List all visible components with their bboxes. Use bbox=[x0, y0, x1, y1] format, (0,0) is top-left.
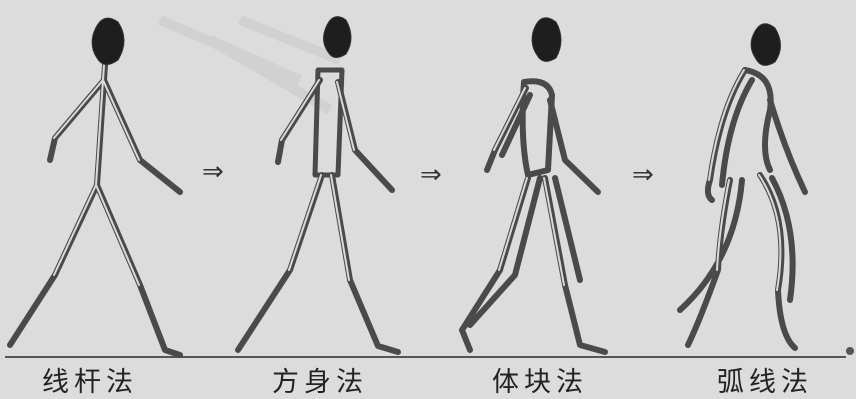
figure-stick-method bbox=[7, 17, 183, 358]
arrow-3: ⇒ bbox=[632, 160, 654, 190]
head-2 bbox=[323, 16, 352, 58]
caption-stick-method: 线杆法 bbox=[42, 367, 138, 398]
figure-arc-line-method bbox=[677, 23, 808, 351]
caption-arc-line-method: 弧线法 bbox=[717, 367, 813, 398]
ground-line-end-dot bbox=[846, 347, 854, 355]
arrow-2: ⇒ bbox=[420, 160, 442, 190]
head-3 bbox=[531, 17, 562, 62]
arrow-1: ⇒ bbox=[202, 157, 224, 187]
figure-box-body-method bbox=[235, 16, 401, 355]
caption-volume-block-method: 体块法 bbox=[492, 367, 588, 398]
head-1 bbox=[91, 17, 125, 65]
caption-box-body-method: 方身法 bbox=[272, 367, 368, 398]
head-4 bbox=[750, 23, 781, 66]
figure-volume-block-method bbox=[459, 17, 608, 355]
